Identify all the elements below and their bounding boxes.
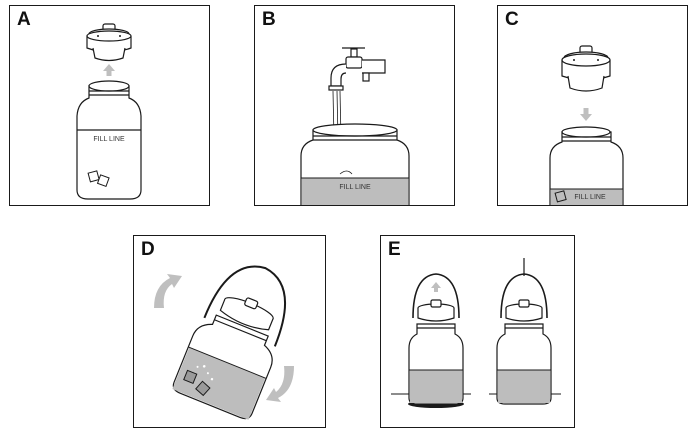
up-arrow-icon — [103, 64, 115, 76]
fill-line-text: FILL LINE — [339, 184, 371, 191]
water-level — [302, 178, 408, 205]
lid-icon — [562, 46, 610, 91]
step-c-illustration: FILL LINE — [498, 6, 688, 206]
step-a-illustration: FILL LINE — [10, 6, 210, 206]
step-e-illustration — [381, 236, 575, 428]
rotate-arrow-top-icon — [154, 274, 182, 308]
step-d-panel: D — [133, 235, 326, 428]
step-a-panel: A FILL LINE — [9, 5, 210, 206]
lid-icon — [506, 300, 542, 321]
up-arrow-icon — [431, 282, 441, 292]
down-arrow-icon — [580, 108, 592, 121]
step-c-panel: C FILL LINE — [497, 5, 688, 206]
rotate-arrow-bottom-icon — [266, 366, 294, 402]
lid-icon — [87, 24, 131, 61]
fill-line-text: FILL LINE — [93, 136, 125, 143]
water-level-left — [410, 370, 462, 403]
step-d-illustration — [134, 236, 326, 428]
step-b-panel: B FILL LINE — [254, 5, 455, 206]
step-b-illustration: FILL LINE — [255, 6, 455, 206]
step-e-panel: E — [380, 235, 575, 428]
lid-icon — [418, 300, 454, 321]
fill-line-text: FILL LINE — [574, 194, 606, 201]
water-level-right — [498, 370, 550, 403]
faucet-icon — [329, 48, 385, 90]
